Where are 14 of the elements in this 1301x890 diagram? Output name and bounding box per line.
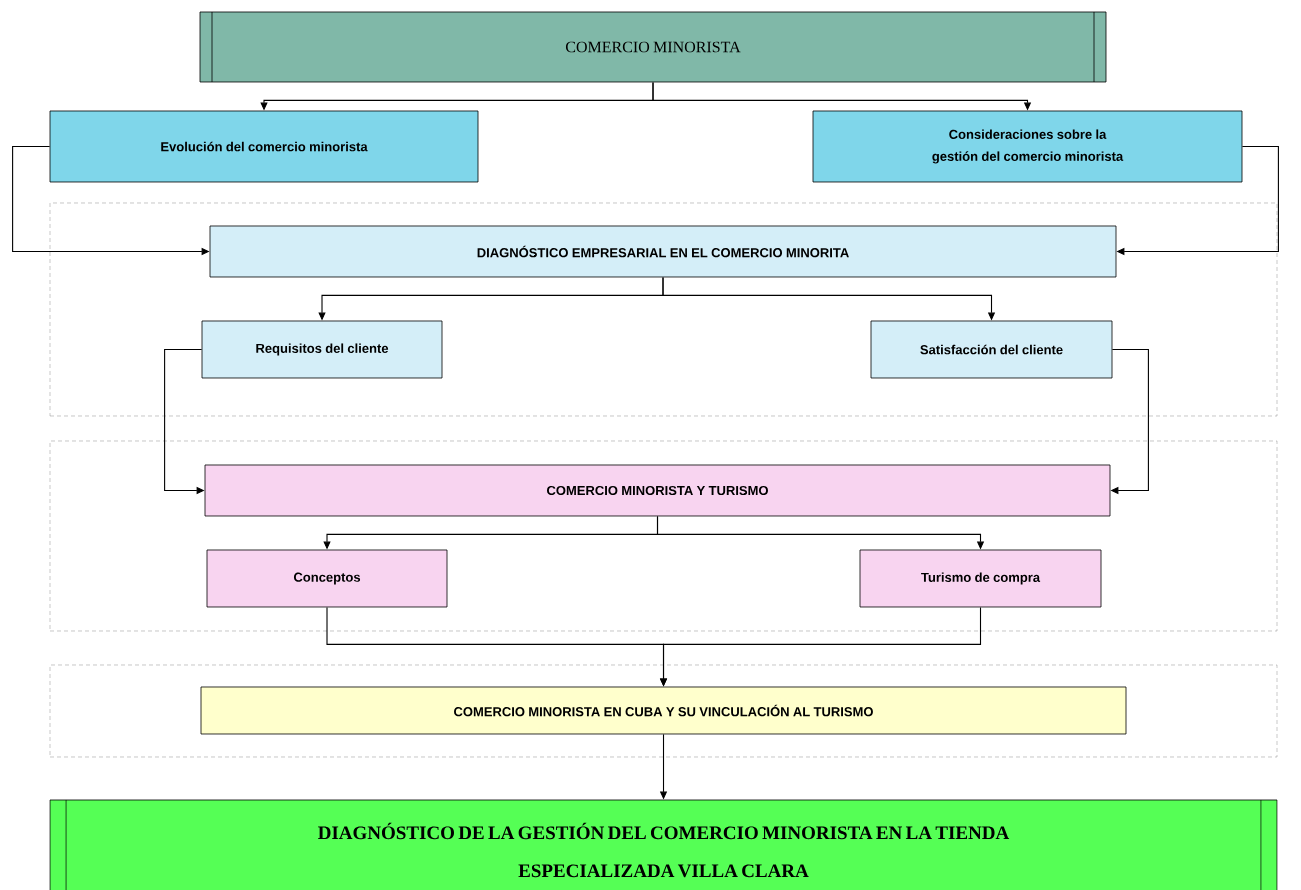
topic-box: Requisitos del cliente xyxy=(201,320,443,379)
dashed-group-frame xyxy=(49,664,1278,758)
result-box: DIAGNÓSTICO DE LA GESTIÓN DEL COMERCIO MINORISTA EN LA TIENDA ESPECIALIZADA VILLA CLARA xyxy=(49,799,1278,890)
section-box: COMERCIO MINORISTA Y TURISMO xyxy=(204,464,1111,517)
topic-box: Consideraciones sobre la gestión del comercio minorista xyxy=(812,110,1243,183)
topic-box: Turismo de compra xyxy=(859,549,1102,608)
section-box: DIAGNÓSTICO EMPRESARIAL EN EL COMERCIO MINORITA xyxy=(209,225,1117,278)
topic-box: Evolución del comercio minorista xyxy=(49,110,479,183)
topic-box: Satisfacción del cliente xyxy=(870,320,1113,379)
title-box: COMERCIO MINORISTA xyxy=(199,11,1107,83)
topic-box: Conceptos xyxy=(206,549,448,608)
dashed-group-frame xyxy=(49,440,1278,632)
dashed-group-frame xyxy=(49,202,1278,417)
section-box: COMERCIO MINORISTA EN CUBA Y SU VINCULACIÓN AL TURISMO xyxy=(200,686,1127,735)
